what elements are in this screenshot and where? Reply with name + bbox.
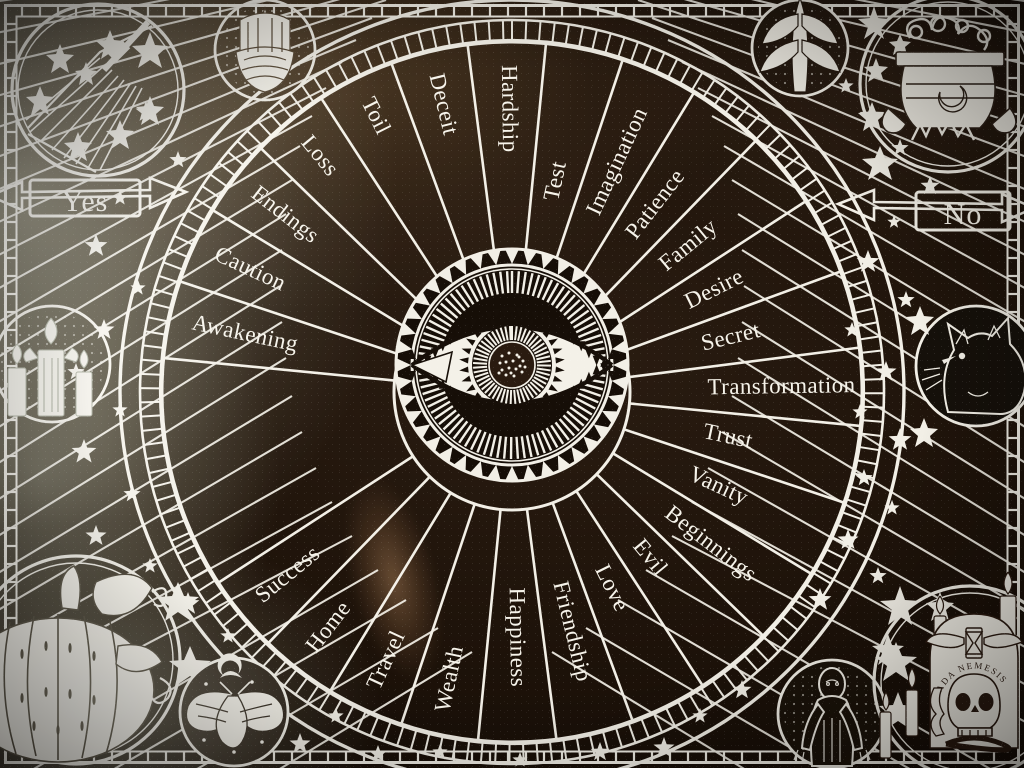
star-decoration: [123, 485, 141, 502]
no-banner-label: No: [944, 198, 983, 231]
wheel-label-hardship[interactable]: Hardship: [497, 65, 523, 153]
yes-banner-label: Yes: [62, 185, 109, 218]
acorn-icon: [213, 0, 317, 102]
wheel-label-trust[interactable]: Trust: [701, 418, 755, 453]
wheel-label-patience[interactable]: Patience: [620, 164, 689, 243]
wheel-label-loss[interactable]: Loss: [296, 130, 344, 181]
wheel-label-secret[interactable]: Secret: [699, 317, 763, 356]
wheel-label-deceit[interactable]: Deceit: [424, 71, 463, 138]
yes-banner[interactable]: Yes: [0, 176, 190, 218]
star-decoration: [887, 215, 901, 228]
cat-icon: [906, 304, 1024, 447]
star-decoration: [85, 525, 107, 545]
wheel-label-home[interactable]: Home: [300, 596, 355, 657]
star-decoration: [732, 680, 752, 699]
wheel-label-transformation[interactable]: Transformation: [707, 372, 855, 399]
star-decoration: [808, 588, 832, 610]
wheel-label-desire[interactable]: Desire: [680, 263, 747, 313]
wheel-label-family[interactable]: Family: [654, 213, 722, 275]
wheel-label-wealth[interactable]: Wealth: [430, 643, 468, 714]
pumpkin-icon: [0, 554, 211, 766]
wheel-label-toil[interactable]: Toil: [357, 93, 397, 138]
star-decoration: [869, 567, 887, 584]
star-decoration: [875, 361, 897, 381]
star-decoration: [169, 151, 187, 168]
star-decoration: [289, 733, 311, 753]
all-seeing-eye[interactable]: [394, 247, 630, 483]
leaf-icon: [750, 0, 850, 98]
wheel-label-test[interactable]: Test: [538, 159, 571, 203]
star-decoration: [142, 558, 158, 573]
wheel-label-travel[interactable]: Travel: [361, 627, 410, 693]
broom-icon: [10, 2, 186, 178]
star-decoration: [71, 439, 97, 463]
star-decoration: [84, 234, 108, 256]
wheel-label-happiness[interactable]: Happiness: [505, 587, 531, 687]
star-decoration: [897, 291, 915, 308]
